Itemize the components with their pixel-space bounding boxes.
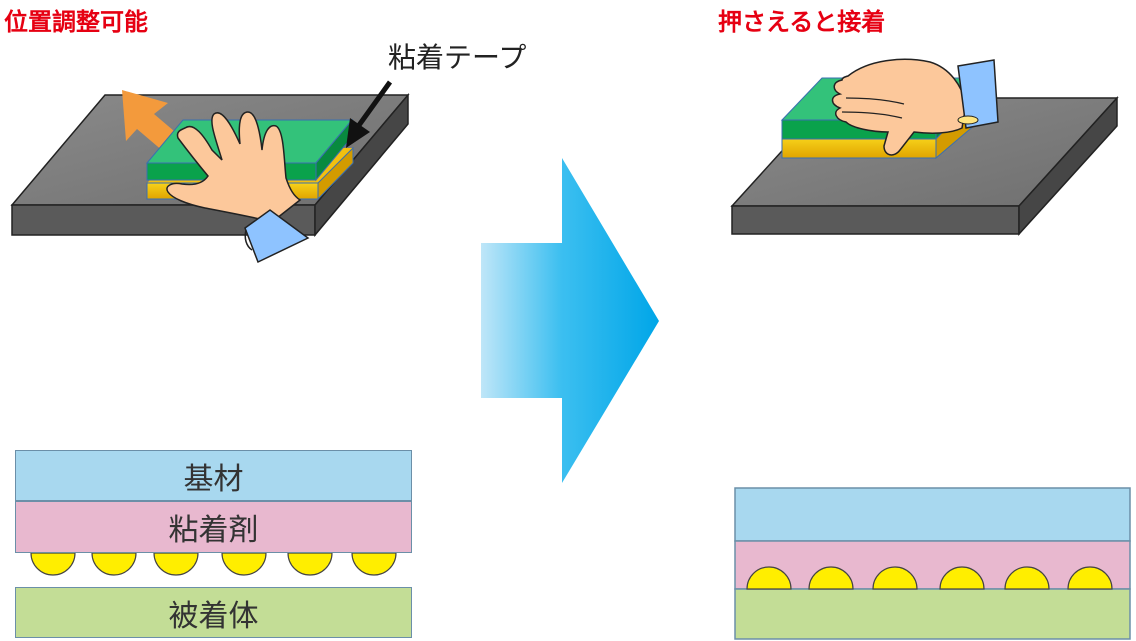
right-hand-icon <box>831 58 999 156</box>
layer-base: 基材 <box>15 450 412 501</box>
tape-callout-label: 粘着テープ <box>388 41 527 74</box>
tape-pointer-arrow-icon <box>346 80 393 148</box>
layer-adhesive-label: 粘着剤 <box>168 513 259 548</box>
right-title: 押さえると接着 <box>718 8 886 36</box>
transition-arrow-icon <box>481 158 659 483</box>
layer-substrate: 被着体 <box>15 587 412 638</box>
layer-substrate-label: 被着体 <box>168 598 259 634</box>
layer-base-label: 基材 <box>183 461 244 497</box>
layer-adhesive: 粘着剤 <box>15 501 412 553</box>
left-particles <box>30 552 397 576</box>
left-title: 位置調整可能 <box>4 8 148 36</box>
left-hand-icon <box>166 111 310 264</box>
right-cross-section <box>734 487 1131 640</box>
